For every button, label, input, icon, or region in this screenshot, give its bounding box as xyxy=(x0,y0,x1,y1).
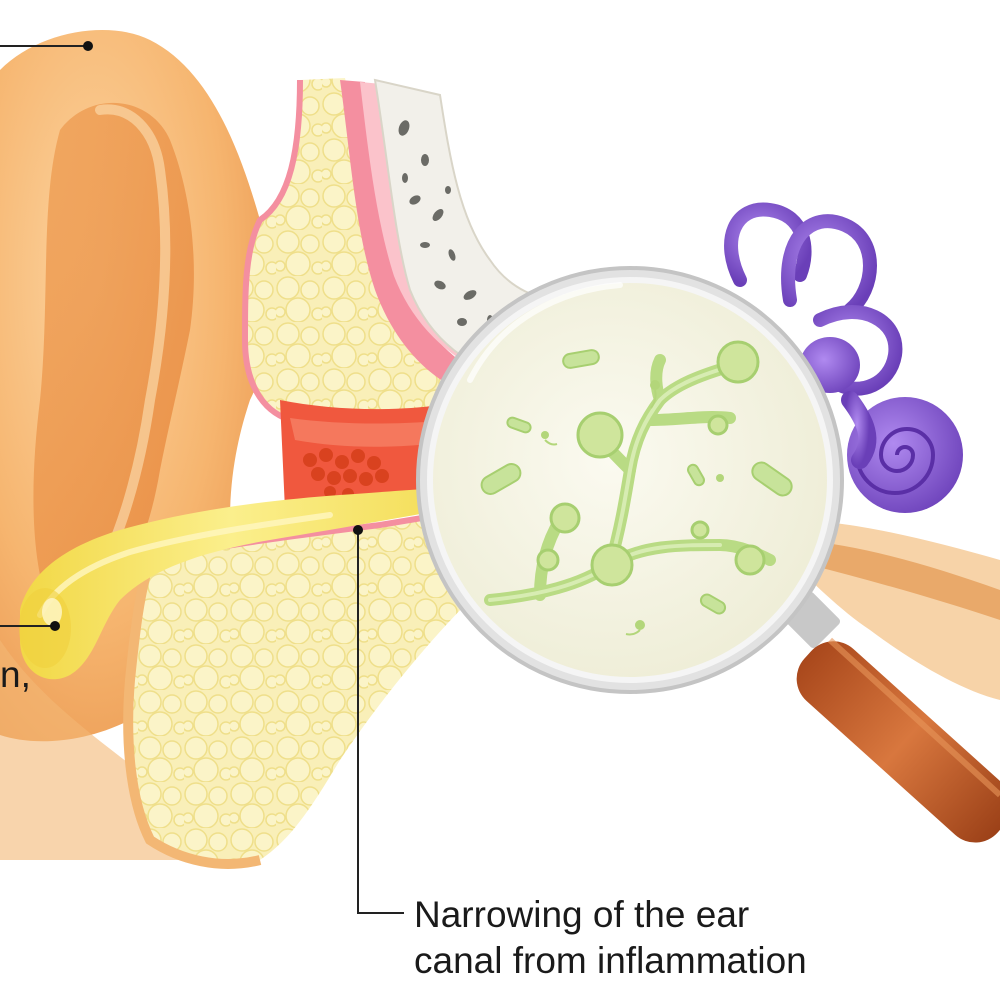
microbes xyxy=(480,340,793,636)
narrowing-canal-label: Narrowing of the ear canal from inflamma… xyxy=(414,892,807,984)
narrowing-label-line-2: canal from inflammation xyxy=(414,940,807,981)
ear-discharge xyxy=(19,488,442,680)
upper-canal-wall xyxy=(241,78,470,428)
magnifier-lens xyxy=(416,266,844,694)
narrowing-label-line-1: Narrowing of the ear xyxy=(414,894,750,935)
partial-left-label: n, xyxy=(0,654,31,695)
inner-ear xyxy=(724,202,963,513)
middle-ear-tissue xyxy=(790,520,1000,700)
callout-lines xyxy=(0,41,404,914)
